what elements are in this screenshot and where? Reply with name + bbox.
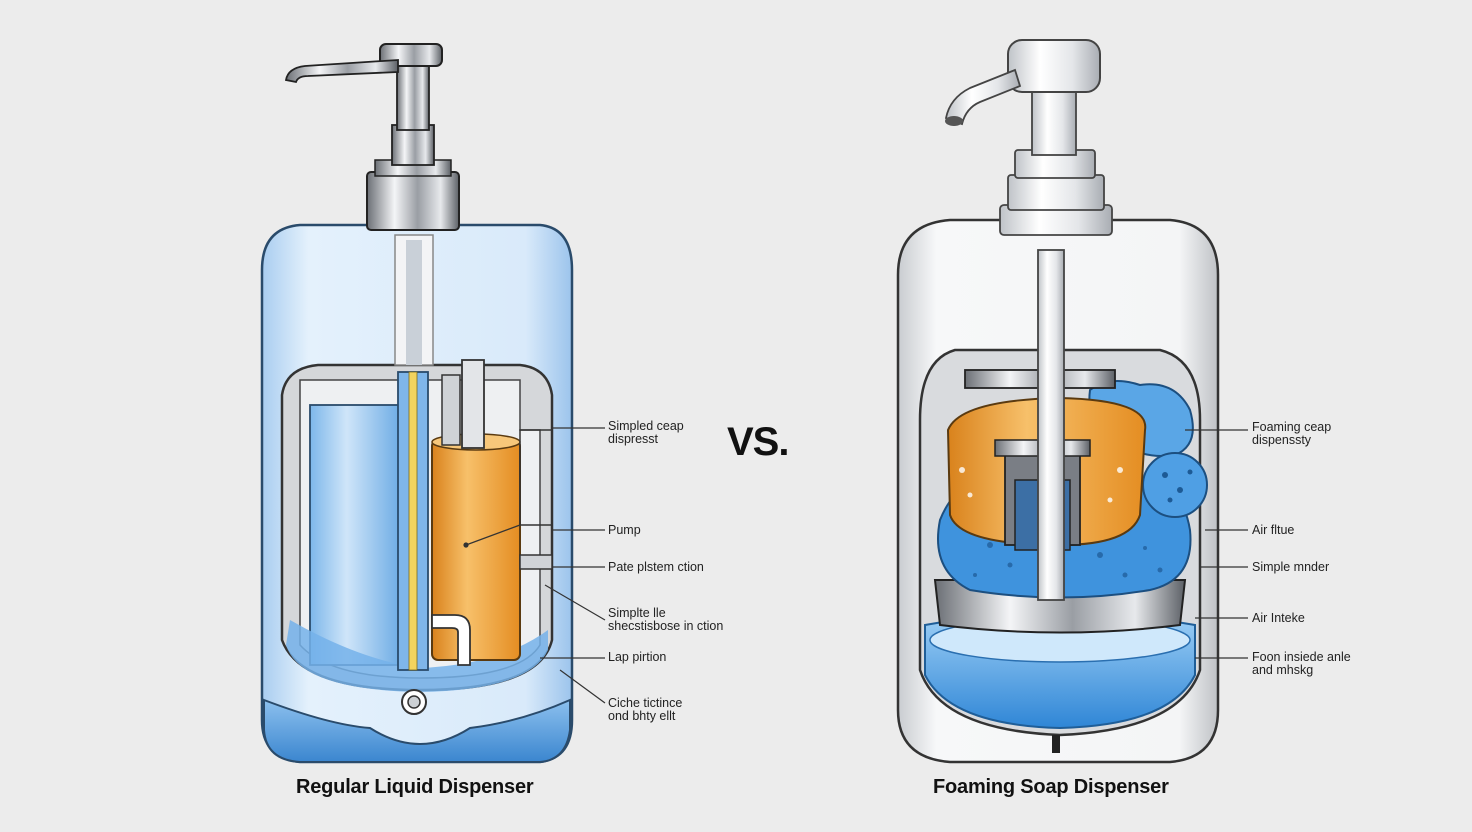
spout [284,59,399,84]
air-intake-ball [1142,452,1208,518]
callout-leaders [463,427,1248,704]
regular-liquid-dispenser [260,43,574,764]
right-callout-5: Foon insiede anle and mhskg [1252,650,1351,677]
left-callout-6: Ciche tictince ond bhty ellt [608,696,683,723]
left-callout-2: Pump [608,523,641,537]
left-caption: Regular Liquid Dispenser [296,776,534,798]
right-callout-4: Air Inteke [1252,611,1305,625]
valve-elbow [431,614,471,666]
versus-label: VS. [727,420,789,464]
pump-stem [1037,249,1065,601]
right-callout-1: Foaming ceap dispenssty [1252,420,1332,447]
foaming-soap-dispenser [896,39,1220,764]
right-callout-3: Simple mnder [1252,560,1330,574]
left-callout-3: Pate plstem ction [608,560,704,574]
bottle-base [263,698,571,763]
pump-collar [366,171,460,231]
liquid-reservoir [309,404,403,666]
left-callout-1: Simpled ceap dispresst [608,419,684,446]
pump-head [1007,39,1101,93]
right-caption: Foaming Soap Dispenser [933,776,1169,798]
left-callout-4: Simplte lle shecstisbose in ction [608,606,724,633]
left-callout-5: Lap pirtion [608,650,667,664]
right-callout-2: Air fltue [1252,523,1295,537]
spout [944,68,1022,126]
